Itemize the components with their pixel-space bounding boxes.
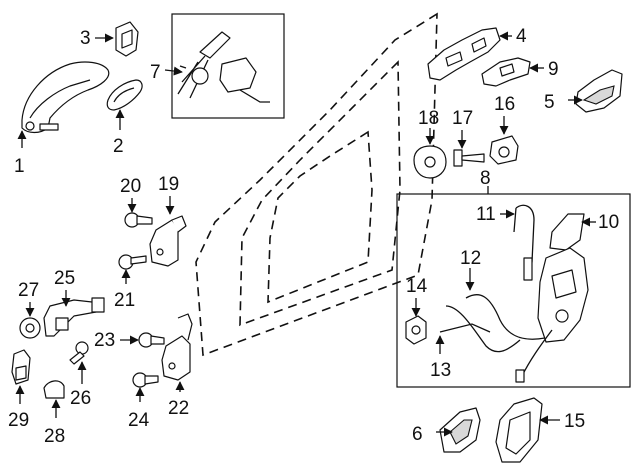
callout-13: 13 — [430, 360, 451, 381]
part-4-bracket — [427, 27, 501, 81]
part-10-cover — [549, 213, 585, 251]
callout-21: 21 — [114, 290, 135, 311]
callout-2: 2 — [113, 136, 124, 157]
callout-29: 29 — [8, 410, 29, 431]
callout-23: 23 — [94, 330, 115, 351]
leaders — [15, 31, 596, 437]
callout-25: 25 — [54, 268, 75, 289]
callout-20: 20 — [120, 176, 141, 197]
callout-28: 28 — [44, 426, 65, 447]
part-14-clip — [405, 315, 427, 345]
callout-18: 18 — [418, 108, 439, 129]
part-17-screw — [453, 149, 485, 167]
part-7-box — [171, 13, 285, 119]
door-outline — [195, 12, 438, 357]
part-26-bolt — [69, 341, 89, 365]
callout-1: 1 — [14, 156, 25, 177]
callout-3: 3 — [80, 28, 91, 49]
callout-14: 14 — [406, 276, 428, 297]
part-3-handle-cap — [115, 21, 139, 57]
part-1-outside-handle — [21, 61, 110, 134]
part-5-cover — [575, 69, 623, 113]
callout-16: 16 — [494, 94, 515, 115]
part-21-bolt — [118, 254, 147, 270]
callout-26: 26 — [70, 388, 91, 409]
part-11-cable — [513, 204, 535, 281]
callout-9: 9 — [548, 59, 559, 80]
callout-4: 4 — [516, 26, 527, 47]
callout-11: 11 — [476, 204, 496, 225]
callout-5: 5 — [544, 92, 555, 113]
part-6-switch — [439, 407, 481, 453]
part-2-gasket — [106, 79, 143, 111]
part-28-cap — [43, 380, 65, 399]
part-18-striker-plate — [413, 145, 447, 179]
part-25-door-check — [43, 297, 105, 337]
callout-12: 12 — [460, 248, 481, 269]
part-15-trim — [495, 397, 543, 463]
callout-7: 7 — [150, 62, 161, 83]
callout-22: 22 — [168, 398, 189, 419]
callout-24: 24 — [128, 410, 150, 431]
part-13-rod — [439, 323, 491, 333]
callout-6: 6 — [412, 424, 423, 445]
callout-15: 15 — [564, 411, 585, 432]
callout-27: 27 — [18, 280, 39, 301]
part-20-bolt — [124, 212, 153, 228]
part-8-box — [396, 193, 631, 388]
part-29-plug — [11, 349, 31, 385]
callout-labels: 1 2 3 4 5 6 7 8 9 10 11 12 13 14 15 16 1… — [8, 26, 619, 447]
callout-8: 8 — [480, 168, 491, 189]
part-16-striker — [489, 135, 519, 165]
part-23-bolt — [138, 332, 165, 348]
callout-19: 19 — [158, 174, 179, 195]
part-27-grommet — [19, 317, 41, 339]
callout-10: 10 — [598, 212, 619, 233]
part-9-linkage — [481, 57, 531, 87]
part-24-bolt — [132, 372, 159, 388]
part-22-lower-hinge — [161, 313, 193, 381]
part-12-cable — [445, 294, 561, 353]
latch-assembly — [515, 247, 589, 383]
part-19-upper-hinge — [149, 215, 187, 267]
callout-17: 17 — [452, 108, 473, 129]
